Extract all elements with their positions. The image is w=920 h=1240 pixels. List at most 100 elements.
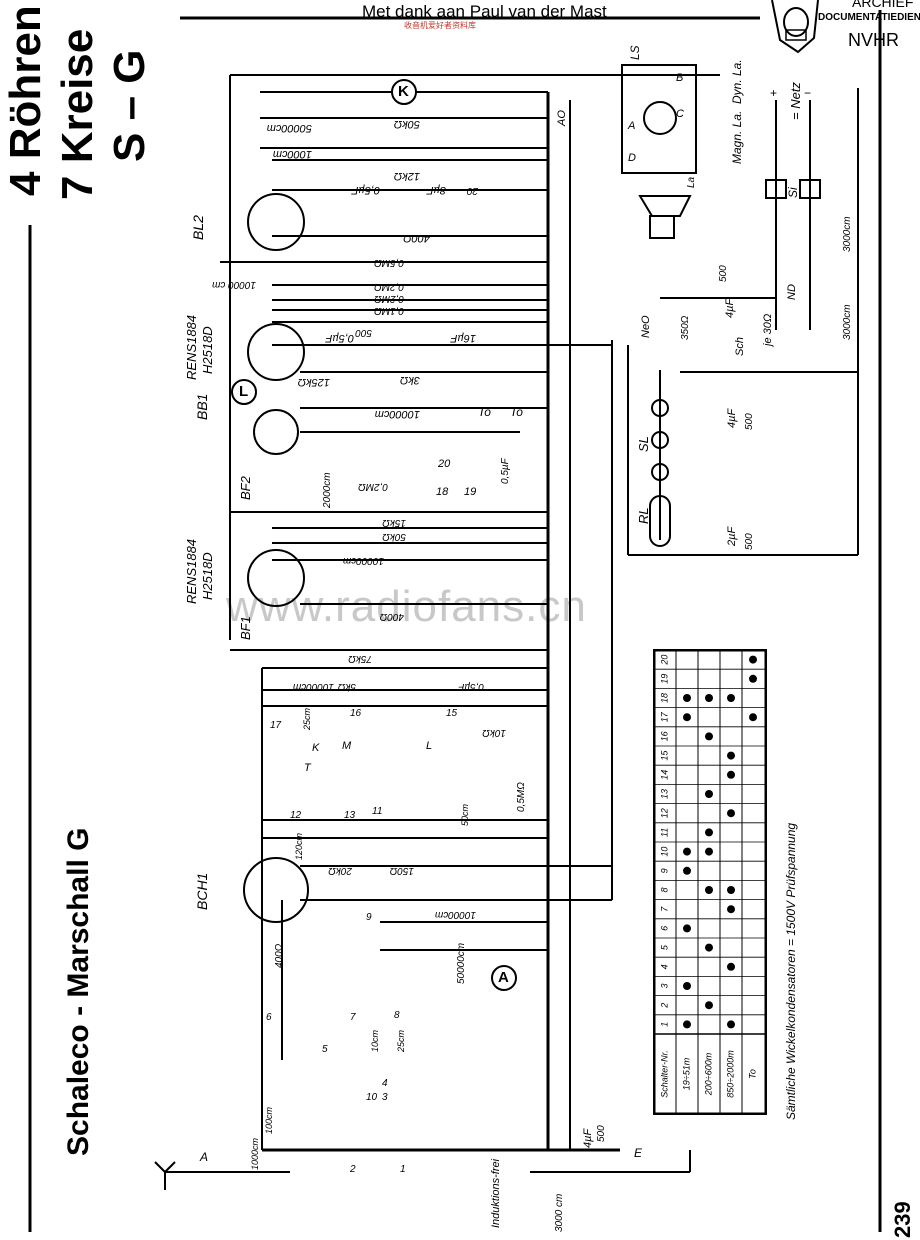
switch-dot bbox=[683, 694, 691, 702]
switch-column-number: 12 bbox=[659, 808, 669, 818]
tube-label-h2518d-b: H2518D bbox=[200, 552, 215, 600]
switch-dot bbox=[705, 847, 713, 856]
label-induktionsfrei: Induktions-frei bbox=[490, 1158, 502, 1228]
label-je30: je 30Ω bbox=[762, 313, 774, 346]
label-la: La bbox=[686, 176, 697, 188]
label-coil-m-a: M bbox=[342, 740, 352, 752]
label-sw7: 7 bbox=[350, 1012, 356, 1023]
label-sw13: 13 bbox=[344, 810, 356, 821]
pin-a: A bbox=[628, 120, 636, 132]
label-box500-a: 500 bbox=[355, 327, 372, 338]
marker-k: K bbox=[398, 83, 409, 100]
label-4uf-b: 4µF bbox=[726, 408, 738, 428]
switch-column-number: 1 bbox=[659, 1022, 669, 1027]
switch-dot bbox=[705, 732, 713, 741]
switch-dot bbox=[727, 809, 735, 818]
switch-column-number: 19 bbox=[659, 674, 669, 684]
label-10cm: 10cm bbox=[370, 1029, 380, 1052]
switch-column-number: 14 bbox=[659, 770, 669, 780]
label-sw12: 12 bbox=[290, 810, 302, 821]
label-10000cm-b: 10000cm bbox=[374, 408, 420, 420]
label-sw10: 10 bbox=[366, 1092, 378, 1103]
label-3000cm-a: 3000cm bbox=[842, 216, 853, 252]
label-coil-k-a: K bbox=[312, 742, 320, 754]
label-box500-b: 500 bbox=[718, 265, 729, 282]
label-sw3: 3 bbox=[382, 1092, 388, 1103]
archive-line1: ARCHIEF bbox=[852, 0, 914, 10]
label-sw19: 19 bbox=[464, 486, 477, 498]
label-sw17: 17 bbox=[270, 720, 282, 731]
label-25cm-a: 25cm bbox=[302, 707, 312, 730]
label-50000cm: 50000cm bbox=[266, 122, 312, 134]
label-sw5: 5 bbox=[322, 1044, 328, 1055]
label-sl: SL bbox=[636, 436, 651, 452]
label-ls: LS bbox=[628, 45, 642, 60]
label-sw11: 11 bbox=[372, 806, 383, 817]
label-sw6: 6 bbox=[266, 1012, 272, 1023]
tube-label-bf1: BF1 bbox=[238, 616, 253, 640]
label-12k: 12kΩ bbox=[393, 170, 420, 182]
label-sch: Sch bbox=[734, 337, 746, 356]
label-sw18: 18 bbox=[436, 486, 449, 498]
label-50k-b: 50kΩ bbox=[382, 531, 406, 542]
label-05uf-b: 0,5µF bbox=[325, 332, 354, 344]
switch-dot bbox=[727, 886, 735, 894]
label-4uf-a: 4µF bbox=[724, 298, 736, 318]
switch-dot bbox=[727, 751, 735, 760]
label-4uf-c: 4µF bbox=[582, 1128, 594, 1148]
label-10k: 10kΩ bbox=[482, 727, 506, 738]
label-neo: NeO bbox=[640, 315, 652, 338]
label-nd: ND bbox=[786, 284, 798, 300]
switch-column-number: 18 bbox=[659, 693, 669, 703]
switch-column-number: 3 bbox=[659, 983, 669, 988]
label-05m-a: 0,5MΩ bbox=[374, 257, 404, 268]
label-box500-d: 500 bbox=[744, 533, 755, 550]
label-100cm: 100cm bbox=[264, 1106, 274, 1134]
switch-column-number: 9 bbox=[659, 868, 669, 873]
pin-c: C bbox=[676, 108, 684, 120]
switch-row-label: To bbox=[747, 1069, 757, 1079]
switch-column-number: 8 bbox=[659, 887, 669, 892]
label-rl: RL bbox=[636, 507, 651, 524]
label-400ohm-b: 400Ω bbox=[379, 611, 404, 622]
label-to-a: To bbox=[478, 405, 491, 419]
marker-a: A bbox=[498, 969, 509, 986]
archive-line3: NVHR bbox=[848, 30, 900, 50]
label-02m-b: 0,2MΩ bbox=[374, 293, 404, 304]
label-10000cm-e: 10000cm bbox=[434, 909, 476, 920]
label-50cm: 50cm bbox=[460, 803, 470, 826]
label-8uf: 8µF bbox=[426, 184, 446, 196]
label-sw4: 4 bbox=[382, 1078, 388, 1089]
switch-dot bbox=[705, 828, 713, 837]
tube-label-bf2: BF2 bbox=[238, 476, 253, 500]
tube-label-bch1: BCH1 bbox=[194, 872, 210, 910]
switch-dot bbox=[683, 713, 691, 722]
switch-column-number: 7 bbox=[659, 906, 669, 912]
label-02m-a: 0,2MΩ bbox=[374, 281, 404, 292]
tube-label-bl2: BL2 bbox=[190, 215, 206, 240]
switch-header-label: Schalter-Nr. bbox=[659, 1050, 669, 1098]
tube-label-rens1884-a: RENS1884 bbox=[184, 314, 199, 380]
label-sw15: 15 bbox=[446, 708, 458, 719]
switch-dot bbox=[683, 982, 691, 990]
label-box20: 20 bbox=[466, 185, 478, 196]
tube-label-rens1884-b: RENS1884 bbox=[184, 538, 199, 604]
archive-logo-icon bbox=[771, 0, 819, 54]
label-2000cm: 2000cm bbox=[322, 472, 333, 508]
switch-row-label: 200÷600m bbox=[703, 1052, 713, 1096]
credit-text: Met dank aan Paul van der Mast bbox=[362, 2, 607, 21]
label-sw2: 2 bbox=[350, 1164, 356, 1175]
label-1000cm: 1000cm bbox=[272, 148, 312, 160]
label-20k: 20kΩ bbox=[328, 865, 352, 876]
switch-dot bbox=[749, 655, 757, 664]
pin-b: B bbox=[676, 72, 684, 84]
label-50000cm-b: 50000cm bbox=[456, 942, 467, 984]
label-coil-l-a: L bbox=[426, 740, 433, 752]
label-sw1: 1 bbox=[400, 1164, 406, 1175]
credit-subtext: 收音机爱好者资料库 bbox=[404, 21, 476, 30]
switch-table: 1234567891011121314151617181920Schalter-… bbox=[654, 650, 766, 1114]
footnote-text: Sämtliche Wickelkondensatoren = 1500V Pr… bbox=[784, 822, 798, 1120]
label-350ohm: 350Ω bbox=[680, 315, 691, 340]
label-3000cm-c: 3000 cm bbox=[554, 1193, 565, 1232]
